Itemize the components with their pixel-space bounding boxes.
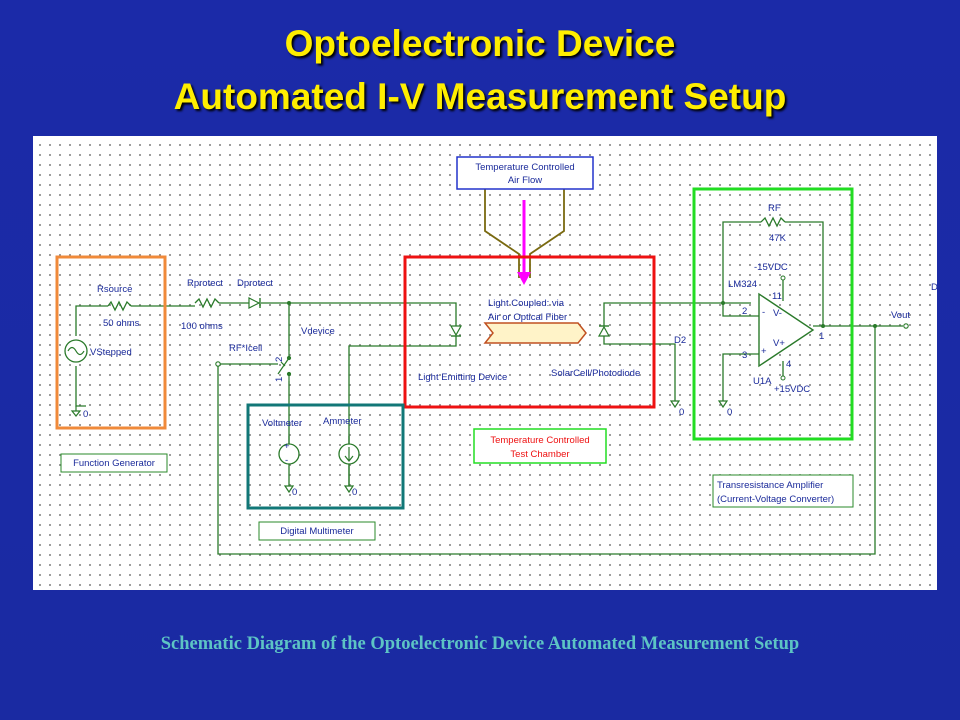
pin4-label: 4 [786, 359, 791, 370]
function-generator-label: Function Generator [73, 458, 155, 469]
test-chamber-region [403, 255, 656, 409]
opamp-part-label: LM324 [728, 279, 757, 290]
rf-label: RF [768, 203, 781, 214]
rf-value: 47K [769, 233, 787, 244]
amplifier-region [692, 187, 854, 441]
switch-pin-1: 1 [274, 377, 285, 382]
voltmeter-minus: - [285, 455, 288, 466]
rf-resistor-icon [760, 216, 786, 228]
amplifier-label-line2: (Current-Voltage Converter) [717, 494, 834, 505]
edge-mark-label: D [931, 282, 937, 293]
ac-source-icon [64, 339, 88, 363]
photodiode-icon [597, 325, 611, 337]
schematic-diagram: Temperature Controlled Air Flow Function… [55, 156, 937, 555]
vsource-label: VStepped [90, 347, 132, 358]
vout-terminal-icon [903, 323, 909, 329]
rprotect-resistor-icon [194, 297, 220, 309]
wire-feedback-right [785, 221, 824, 326]
wire-led-bottom [348, 336, 457, 486]
rf-icell-terminal-icon [215, 361, 221, 367]
opamp-minus-sign: - [762, 307, 765, 318]
wire-inverting [722, 303, 759, 317]
airflow-label-box [456, 156, 594, 190]
function-generator-region [55, 255, 167, 430]
wire-feedback-left [722, 221, 761, 303]
rsource-value: 50 ohms [103, 318, 140, 329]
optical-fiber-icon [483, 322, 587, 344]
opamp-icon [758, 275, 815, 381]
ground-icon-voltmeter [283, 485, 295, 494]
neg-supply-label: -15VDC [754, 262, 788, 273]
pin11-label: 11 [772, 291, 782, 302]
vout-label: Vout [891, 310, 910, 321]
ammeter-label: Ammeter [323, 416, 362, 427]
figure-caption: Schematic Diagram of the Optoelectronic … [160, 634, 800, 654]
ammeter-icon [338, 443, 360, 466]
amplifier-label-box [712, 474, 854, 508]
airflow-arrow-icon [517, 200, 531, 285]
rf-icell-label: RF*Icell [229, 343, 262, 354]
ground-icon-ammeter [343, 485, 355, 494]
vminus-label: V- [773, 308, 782, 319]
wire-to-led [289, 302, 457, 326]
rsource-label: Rsource [97, 284, 132, 295]
ground-label-amplifier: 0 [727, 407, 732, 418]
wires [75, 221, 903, 555]
amplifier-label-line1: Transresistance Amplifier [717, 480, 823, 491]
ground-label-voltmeter: 0 [292, 487, 297, 498]
title-line-1: Optoelectronic Device [284, 23, 676, 64]
voltmeter-plus: + [284, 441, 290, 452]
title-line-2: Automated I-V Measurement Setup [173, 76, 787, 117]
test-chamber-label-box [473, 428, 607, 464]
wire-noninverting [722, 353, 759, 401]
opamp-ref-label: U1A [753, 376, 772, 387]
d2-label: D2 [674, 335, 686, 346]
pin2-label: 2 [742, 306, 747, 317]
voltmeter-label: Voltmeter [262, 418, 302, 429]
pin1-label: 1 [819, 331, 824, 342]
ground-icon-amplifier [717, 400, 729, 409]
light-emitting-diode-icon [449, 325, 463, 337]
relay-switch-icon [277, 351, 292, 381]
wire-source-top [75, 305, 108, 336]
light-emitting-label: Light Emitting Device [418, 372, 507, 383]
ground-icon-photodiode [669, 400, 681, 409]
airflow-pipe [484, 188, 565, 278]
wire-source-bottom [75, 366, 86, 407]
test-chamber-label-line2: Test Chamber [510, 449, 569, 460]
switch-pin-2: 2 [274, 357, 285, 362]
function-generator-label-box [60, 453, 168, 473]
rsource-resistor-icon [107, 300, 132, 312]
test-chamber-label-line1: Temperature Controlled [490, 435, 589, 446]
digital-multimeter-label-box [258, 521, 376, 541]
airflow-label-line2: Air Flow [508, 175, 542, 186]
opamp-plus-sign: + [761, 346, 767, 357]
dprotect-diode-icon [248, 297, 261, 309]
voltmeter-icon [278, 436, 300, 466]
ground-label-source: 0 [83, 409, 88, 420]
dprotect-label: Dprotect [237, 278, 273, 289]
schematic-canvas: Temperature Controlled Air Flow Function… [33, 136, 937, 590]
multimeter-region [246, 403, 405, 510]
airflow-label-line1: Temperature Controlled [475, 162, 574, 173]
ground-label-photodiode: 0 [679, 407, 684, 418]
wire-rf-icell [217, 326, 876, 555]
pin3-label: 3 [742, 350, 747, 361]
ground-label-ammeter: 0 [352, 487, 357, 498]
solarcell-label: SolarCell/Photodiode [551, 368, 640, 379]
ground-icon-source [70, 406, 82, 417]
wire-photodiode-top [603, 302, 751, 326]
vdevice-label: Vdevice [301, 326, 335, 337]
light-coupled-line1: Light Coupled: via [488, 298, 565, 309]
pos-supply-label: +15VDC [774, 384, 810, 395]
digital-multimeter-label: Digital Multimeter [280, 526, 353, 537]
wire-photodiode-bottom [603, 336, 676, 401]
vplus-label: V+ [773, 338, 785, 349]
rprotect-value: 100 ohms [181, 321, 223, 332]
junction-dots [287, 301, 877, 328]
rprotect-label: Rprotect [187, 278, 223, 289]
light-coupled-line2: Air or Optical Fiber [488, 312, 567, 323]
